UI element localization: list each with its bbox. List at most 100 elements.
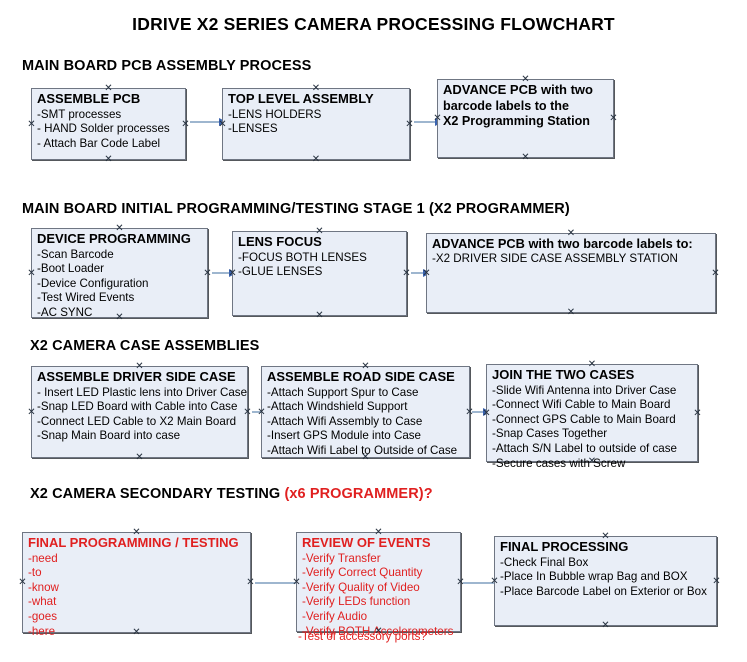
box-assemble-road-side-case[interactable]: ASSEMBLE ROAD SIDE CASE -Attach Support … bbox=[257, 362, 473, 463]
box-line: -Device Configuration bbox=[37, 276, 149, 290]
connection-handle-left[interactable]: ✕ bbox=[27, 118, 36, 130]
box-header: ADVANCE PCB with two bbox=[443, 82, 593, 97]
box-line: -LENSES bbox=[228, 122, 278, 136]
section-heading-case-assemblies: X2 CAMERA CASE ASSEMBLIES bbox=[30, 338, 259, 354]
box-header: ADVANCE PCB with two barcode labels to: bbox=[432, 236, 693, 251]
box-lens-focus[interactable]: LENS FOCUS -FOCUS BOTH LENSES -GLUE LENS… bbox=[228, 227, 410, 321]
section-heading-text: X2 CAMERA CASE ASSEMBLIES bbox=[30, 338, 260, 354]
box-line: -Verify Quality of Video bbox=[302, 580, 420, 594]
box-assemble-pcb[interactable]: ASSEMBLE PCB -SMT processes - HAND Solde… bbox=[27, 84, 189, 165]
box-line: -need bbox=[28, 551, 58, 565]
box-line: -Snap Cases Together bbox=[492, 427, 608, 441]
box-line: -Connect GPS Cable to Main Board bbox=[492, 412, 676, 426]
box-line: -X2 DRIVER SIDE CASE ASSEMBLY STATION bbox=[432, 252, 678, 266]
connection-handle-bottom[interactable]: ✕ bbox=[566, 307, 576, 318]
connection-handle-bottom[interactable]: ✕ bbox=[601, 620, 610, 631]
box-line: -Snap Main Board into case bbox=[37, 429, 181, 443]
box-line: -GLUE LENSES bbox=[238, 265, 323, 279]
box-header: REVIEW OF EVENTS bbox=[302, 535, 431, 550]
box-header: TOP LEVEL ASSEMBLY bbox=[228, 91, 374, 106]
box-line: -Insert GPS Module into Case bbox=[267, 429, 422, 443]
box-join-the-two-cases[interactable]: JOIN THE TWO CASES -Slide Wifi Antenna i… bbox=[482, 360, 701, 470]
box-line: -Slide Wifi Antenna into Driver Case bbox=[492, 383, 677, 397]
connector-device-programming-to-lens-focus bbox=[212, 269, 237, 277]
connector-road-case-to-join-cases bbox=[472, 408, 491, 416]
box-line: -goes bbox=[28, 609, 58, 623]
connection-handle-left[interactable]: ✕ bbox=[27, 267, 36, 279]
box-review-of-events[interactable]: REVIEW OF EVENTS -Verify Transfer -Verif… bbox=[292, 528, 464, 638]
box-line: -LENS HOLDERS bbox=[228, 107, 322, 121]
box-header: DEVICE PROGRAMMING bbox=[37, 231, 191, 246]
box-line: -Verify LEDs function bbox=[302, 595, 411, 609]
connector-review-to-final-processing bbox=[463, 582, 496, 584]
box-line: barcode labels to the bbox=[443, 98, 569, 113]
box-header: JOIN THE TWO CASES bbox=[492, 367, 635, 382]
box-line: -SMT processes bbox=[37, 107, 122, 121]
box-header: FINAL PROCESSING bbox=[500, 539, 629, 554]
box-line: -what bbox=[28, 595, 57, 609]
connection-handle-right[interactable]: ✕ bbox=[243, 406, 252, 418]
box-line: -Place In Bubble wrap Bag and BOX bbox=[500, 570, 688, 584]
connection-handle-right[interactable]: ✕ bbox=[203, 267, 212, 279]
box-advance-pcb-driver-side-case[interactable]: ADVANCE PCB with two barcode labels to: … bbox=[422, 229, 719, 318]
box-line: -Attach S/N Label to outside of case bbox=[492, 441, 677, 455]
connection-handle-left[interactable]: ✕ bbox=[27, 406, 36, 418]
box-line: -Verify Audio bbox=[302, 609, 368, 623]
box-device-programming[interactable]: DEVICE PROGRAMMING -Scan Barcode -Boot L… bbox=[27, 224, 211, 323]
box-line: -FOCUS BOTH LENSES bbox=[238, 250, 367, 264]
section-heading-text: X2 CAMERA SECONDARY TESTING bbox=[30, 486, 285, 502]
box-line: -Secure cases with Screw bbox=[492, 456, 626, 470]
box-final-processing[interactable]: FINAL PROCESSING -Check Final Box -Place… bbox=[490, 532, 720, 631]
connector-lens-focus-to-advance-pcb bbox=[411, 269, 431, 277]
section-heading-initial-programming: MAIN BOARD INITIAL PROGRAMMING/TESTING S… bbox=[22, 201, 570, 217]
box-line: - Insert LED Plastic lens into Driver Ca… bbox=[37, 385, 248, 399]
connection-handle-right[interactable]: ✕ bbox=[609, 113, 618, 124]
connection-handle-left[interactable]: ✕ bbox=[18, 577, 27, 588]
box-line: -Scan Barcode bbox=[37, 247, 114, 261]
box-line: - Attach Bar Code Label bbox=[37, 136, 161, 150]
box-line: -Check Final Box bbox=[500, 555, 589, 569]
box-line: -Verify BOTH Accelerometers bbox=[302, 624, 454, 638]
box-line: -Attach Support Spur to Case bbox=[267, 385, 419, 399]
box-line: -Connect LED Cable to X2 Main Board bbox=[37, 414, 237, 428]
connection-handle-right[interactable]: ✕ bbox=[693, 407, 702, 419]
box-line: -know bbox=[28, 580, 59, 594]
box-line: - HAND Solder processes bbox=[37, 122, 170, 136]
connection-handle-right[interactable]: ✕ bbox=[711, 267, 720, 279]
section-heading-accent: (x6 PROGRAMMER)? bbox=[284, 486, 433, 502]
connection-handle-bottom[interactable]: ✕ bbox=[521, 152, 530, 163]
connection-handle-right[interactable]: ✕ bbox=[181, 118, 190, 130]
box-advance-pcb-programming-station[interactable]: ADVANCE PCB with two barcode labels to t… bbox=[433, 75, 617, 163]
box-header: ASSEMBLE PCB bbox=[37, 91, 141, 106]
box-line: -Verify Transfer bbox=[302, 551, 381, 565]
box-header: FINAL PROGRAMMING / TESTING bbox=[28, 535, 239, 550]
box-header: ASSEMBLE ROAD SIDE CASE bbox=[267, 369, 455, 384]
connection-handle-bottom[interactable]: ✕ bbox=[311, 154, 321, 165]
box-header: ASSEMBLE DRIVER SIDE CASE bbox=[37, 369, 236, 384]
connection-handle-bottom[interactable]: ✕ bbox=[135, 452, 144, 463]
connection-handle-bottom[interactable]: ✕ bbox=[315, 310, 324, 321]
connection-handle-left[interactable]: ✕ bbox=[490, 575, 499, 587]
box-top-level-assembly[interactable]: TOP LEVEL ASSEMBLY -LENS HOLDERS -LENSES… bbox=[218, 84, 413, 165]
box-overflow-line-review-of-events: -Test of accessory ports? bbox=[298, 630, 427, 643]
box-header: LENS FOCUS bbox=[238, 234, 322, 249]
box-line: -Verify Correct Quantity bbox=[302, 566, 423, 580]
section-heading-main-board-pcb: MAIN BOARD PCB ASSEMBLY PROCESS bbox=[22, 58, 311, 74]
box-final-programming-testing[interactable]: FINAL PROGRAMMING / TESTING -need -to -k… bbox=[18, 528, 254, 638]
box-assemble-driver-side-case[interactable]: ASSEMBLE DRIVER SIDE CASE - Insert LED P… bbox=[27, 362, 251, 463]
page-title: IDRIVE X2 SERIES CAMERA PROCESSING FLOWC… bbox=[132, 14, 615, 34]
box-line: -Boot Loader bbox=[37, 262, 105, 276]
connection-handle-right[interactable]: ✕ bbox=[402, 268, 411, 279]
connection-handle-right[interactable]: ✕ bbox=[246, 577, 255, 588]
connection-handle-right[interactable]: ✕ bbox=[405, 118, 414, 130]
section-heading-secondary-testing: X2 CAMERA SECONDARY TESTING (x6 PROGRAMM… bbox=[30, 486, 433, 502]
connection-handle-right[interactable]: ✕ bbox=[712, 575, 721, 587]
connection-handle-bottom[interactable]: ✕ bbox=[104, 154, 113, 165]
section-heading-text: MAIN BOARD PCB ASSEMBLY PROCESS bbox=[22, 58, 312, 74]
box-line: -to bbox=[28, 566, 42, 580]
box-line: -AC SYNC bbox=[37, 305, 93, 319]
connector-final-programming-to-review bbox=[255, 582, 300, 584]
box-line: -Connect Wifi Cable to Main Board bbox=[492, 398, 671, 412]
box-line: -Attach Wifi Label to Outside of Case bbox=[267, 443, 458, 457]
